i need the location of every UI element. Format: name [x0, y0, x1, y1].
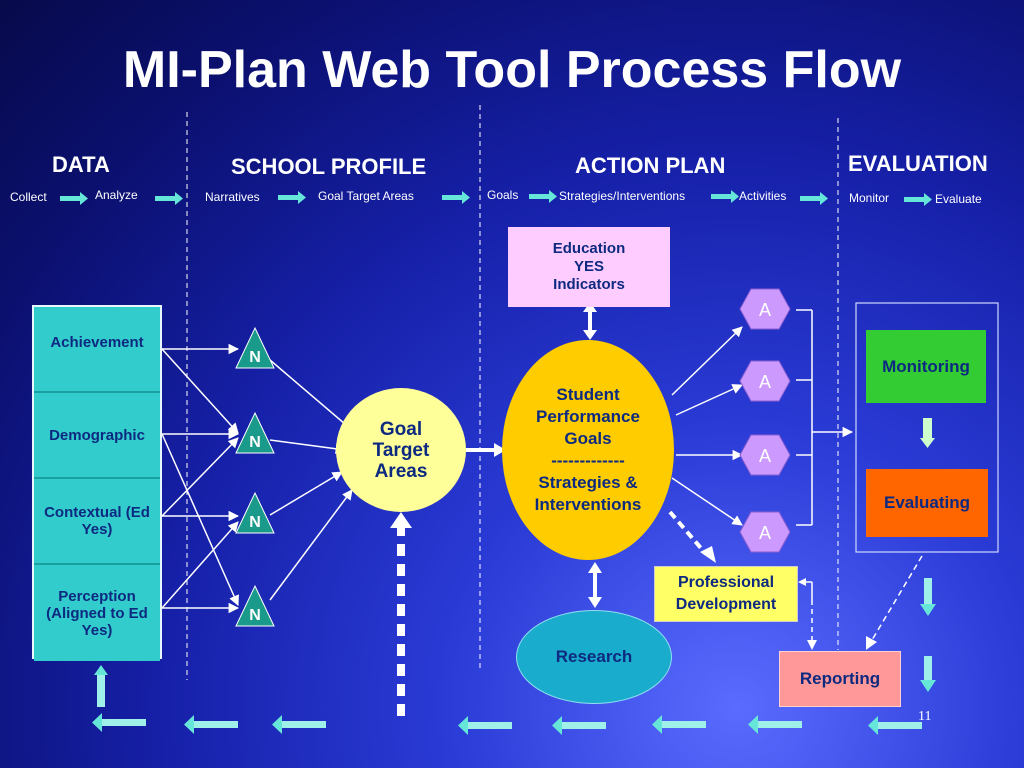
step-activities: Activities	[739, 189, 787, 203]
student-performance-goals-node: Student Performance Goals ------------- …	[502, 340, 674, 560]
step-monitor: Monitor	[849, 191, 890, 205]
activity-marker: A	[739, 360, 791, 402]
svg-text:N: N	[249, 349, 261, 366]
step-arrows	[60, 190, 932, 206]
section-action-plan: ACTION PLAN	[575, 153, 726, 178]
connector	[269, 359, 353, 431]
return-arrows	[92, 713, 922, 735]
activity-marker: A	[739, 288, 791, 330]
svg-text:N: N	[249, 434, 261, 451]
spg-strategies-label: Strategies & Interventions	[534, 473, 642, 514]
connector	[675, 384, 743, 416]
goal-target-areas-node: Goal Target Areas	[336, 388, 466, 512]
narrative-marker: N	[235, 491, 275, 534]
category-demographic: Demographic	[34, 393, 160, 479]
spg-goals-label: Student Performance Goals	[536, 385, 640, 448]
step-strategies: Strategies/Interventions	[559, 189, 686, 203]
up-arrow-to-data	[94, 665, 108, 707]
category-perception: Perception (Aligned to Ed Yes)	[34, 565, 160, 661]
step-goal-target-areas: Goal Target Areas	[318, 189, 414, 203]
step-collect: Collect	[10, 190, 47, 204]
evaluating-box: Evaluating	[866, 469, 988, 537]
activity-marker: A	[739, 511, 791, 553]
step-goals: Goals	[487, 188, 519, 202]
svg-text:A: A	[759, 300, 771, 320]
category-achievement: Achievement	[34, 307, 160, 393]
data-categories: Achievement Demographic Contextual (Ed Y…	[32, 305, 162, 661]
narrative-marker: N	[235, 584, 275, 627]
section-data: DATA	[52, 152, 110, 177]
svg-text:A: A	[759, 523, 771, 543]
connector	[269, 489, 353, 601]
connector	[269, 439, 347, 454]
activity-marker: A	[739, 434, 791, 476]
connector	[671, 477, 743, 526]
professional-development-box: Professional Development	[654, 566, 798, 622]
section-evaluation: EVALUATION	[848, 151, 988, 176]
step-evaluate: Evaluate	[935, 192, 982, 206]
indicators-box: Education YES Indicators	[508, 227, 670, 307]
narrative-marker: N	[235, 411, 275, 454]
category-contextual: Contextual (Ed Yes)	[34, 479, 160, 565]
svg-text:A: A	[759, 372, 771, 392]
connector	[161, 521, 239, 609]
step-narratives: Narratives	[205, 190, 260, 204]
connector	[671, 326, 743, 396]
page-number: 11	[918, 709, 932, 724]
connector	[269, 471, 343, 516]
section-school-profile: SCHOOL PROFILE	[231, 154, 427, 179]
connector	[161, 433, 239, 606]
monitoring-box: Monitoring	[866, 330, 986, 403]
narrative-marker: N	[235, 326, 275, 369]
connector	[161, 348, 239, 434]
step-analyze: Analyze	[95, 188, 138, 202]
svg-text:A: A	[759, 446, 771, 466]
page-title: MI-Plan Web Tool Process Flow	[122, 41, 902, 99]
research-node: Research	[516, 610, 672, 704]
svg-text:N: N	[249, 514, 261, 531]
spg-divider: -------------	[551, 451, 625, 470]
connector	[161, 437, 239, 517]
reporting-box: Reporting	[779, 651, 901, 707]
svg-text:N: N	[249, 607, 261, 624]
